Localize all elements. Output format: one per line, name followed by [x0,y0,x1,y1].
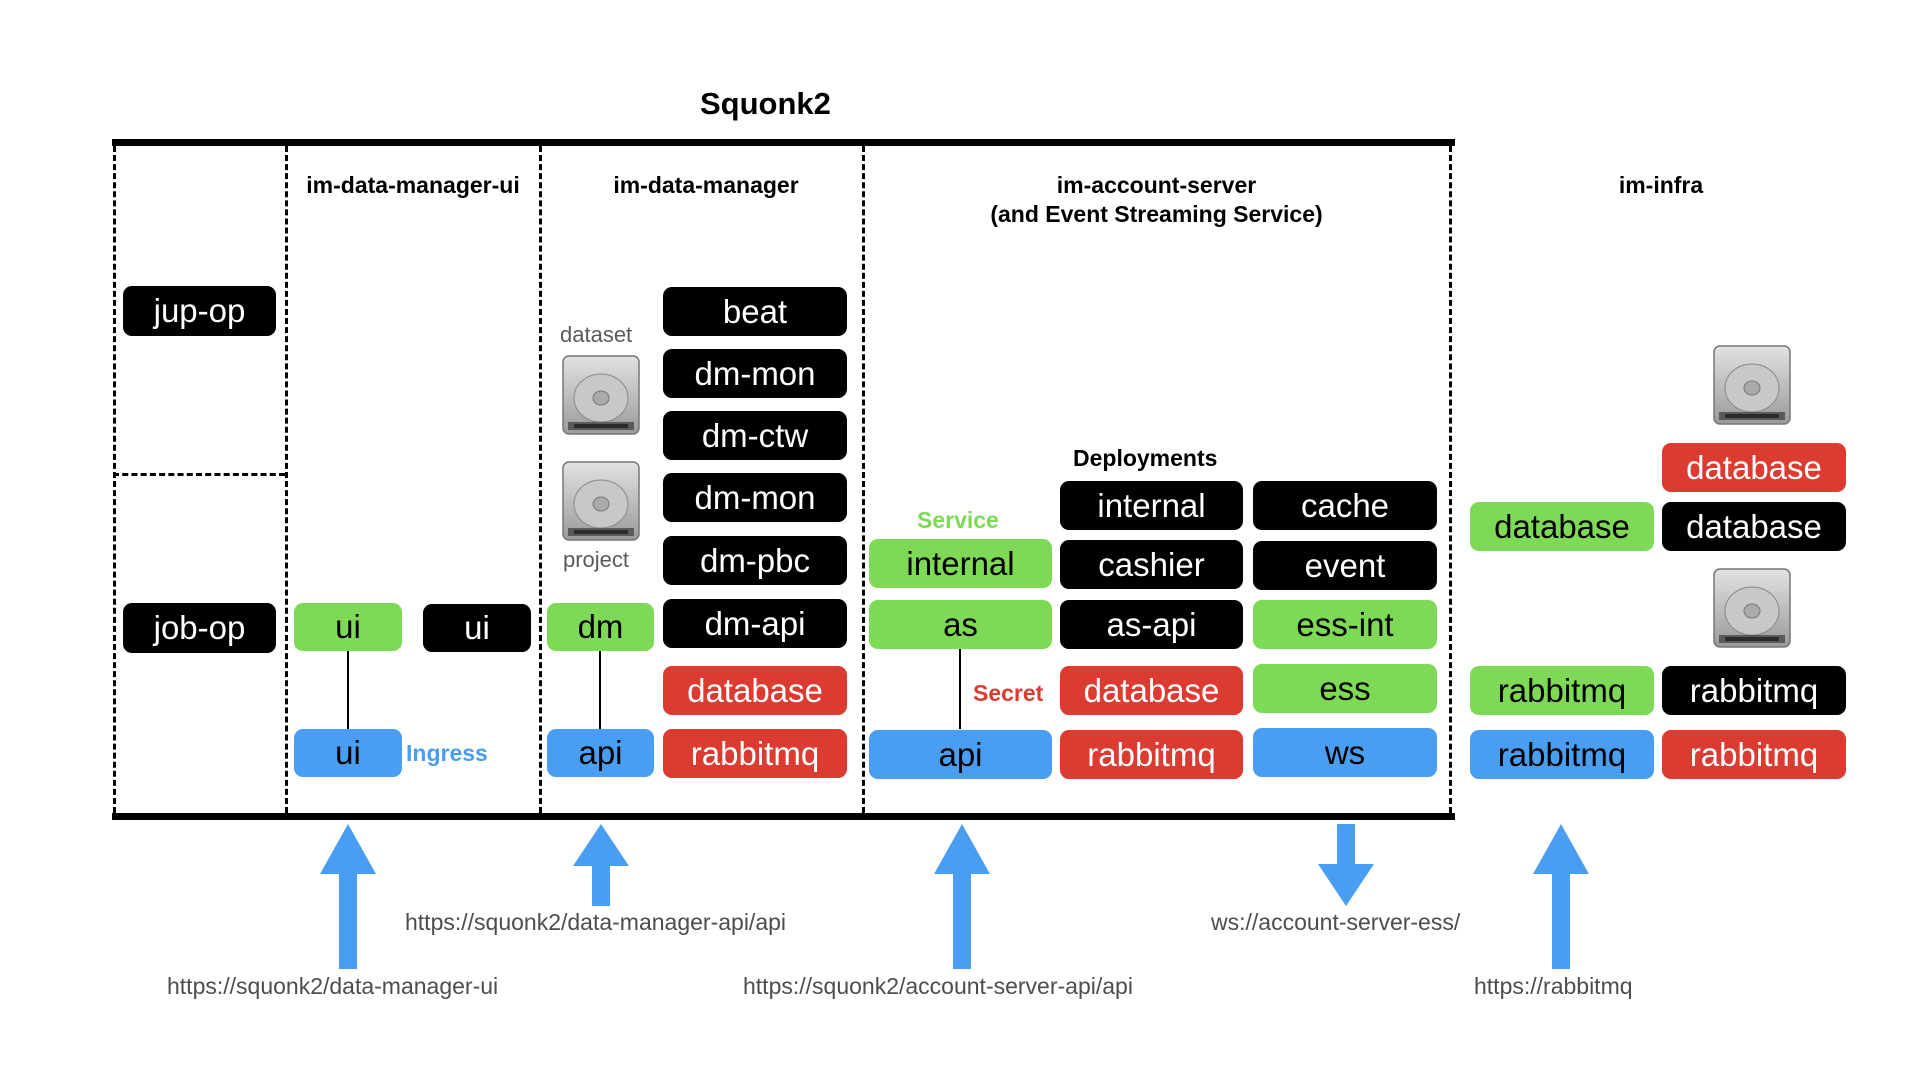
arrow-up-icon [1533,824,1589,969]
column-divider-left-edge [113,146,116,813]
hard-disk-icon [1713,568,1791,648]
arrow-up-icon [320,824,376,969]
ingress-label: Ingress [406,740,488,766]
as-api-url: https://squonk2/account-server-api/api [743,973,1133,999]
dm-api-pill: dm-api [663,599,847,648]
dm-service-pill: dm [547,603,654,651]
arrow-down-icon [1318,824,1374,906]
column-divider-dm [539,146,542,813]
infra-rabbitmq-service-pill: rabbitmq [1470,666,1654,715]
as-internal-deployment-pill: internal [1060,481,1243,530]
event-pill: event [1253,541,1437,590]
column-header-as-line2: (and Event Streaming Service) [990,201,1323,227]
ess-int-service-pill: ess-int [1253,600,1437,649]
dm-mon-pill: dm-mon [663,349,847,398]
hard-disk-icon [562,461,640,541]
hard-disk-icon [562,355,640,435]
column-divider-ui [285,146,288,813]
infra-database-secret-pill: database [1662,443,1846,492]
column-header-as: im-account-server (and Event Streaming S… [864,172,1449,228]
as-connector-line [959,649,961,729]
secret-label: Secret [973,680,1044,706]
column-header-infra: im-infra [1618,172,1704,198]
project-label: project [563,547,630,572]
dm-pbc-pill: dm-pbc [663,536,847,585]
ws-ingress-pill: ws [1253,728,1437,777]
dm-connector-line [599,651,601,729]
rabbitmq-url: https://rabbitmq [1474,973,1633,999]
as-rabbitmq-secret-pill: rabbitmq [1060,730,1243,779]
column-divider-as [862,146,865,813]
dm-rabbitmq-secret-pill: rabbitmq [663,729,847,778]
as-api-pill: as-api [1060,600,1243,649]
diagram-title: Squonk2 [700,86,831,121]
ui-ingress-pill: ui [294,729,402,777]
column-header-dm: im-data-manager [613,172,799,198]
cache-pill: cache [1253,481,1437,530]
job-op-pill: job-op [123,603,276,653]
infra-database-service-pill: database [1470,502,1654,551]
infra-rabbitmq-secret-pill: rabbitmq [1662,730,1846,779]
dm-ingress-pill: api [547,729,654,777]
ui-service-pill: ui [294,603,402,651]
dm-mon-pill: dm-mon [663,473,847,522]
deployments-label: Deployments [1073,445,1218,471]
top-rule [112,139,1455,146]
ess-service-pill: ess [1253,664,1437,713]
dm-database-secret-pill: database [663,666,847,715]
beat-pill: beat [663,287,847,336]
hard-disk-icon [1713,345,1791,425]
column-header-as-line1: im-account-server [1056,172,1257,198]
jup-op-pill: jup-op [123,286,276,336]
arrow-up-icon [573,824,629,906]
arrow-up-icon [934,824,990,969]
dataset-label: dataset [560,322,633,347]
dm-ctw-pill: dm-ctw [663,411,847,460]
cashier-pill: cashier [1060,540,1243,589]
dm-ui-url: https://squonk2/data-manager-ui [167,973,499,999]
ess-ws-url: ws://account-server-ess/ [1211,909,1461,935]
dm-api-url: https://squonk2/data-manager-api/api [405,909,787,935]
bottom-rule [112,813,1455,820]
as-api-ingress-pill: api [869,730,1052,779]
service-label: Service [917,507,999,533]
as-internal-service-pill: internal [869,539,1052,588]
operator-row-divider [113,473,285,476]
ui-connector-line [347,651,349,729]
column-divider-right-edge [1449,146,1452,813]
as-database-secret-pill: database [1060,666,1243,715]
column-header-ui: im-data-manager-ui [306,172,520,198]
infra-rabbitmq-ingress-pill: rabbitmq [1470,730,1654,779]
infra-database-deployment-pill: database [1662,502,1846,551]
as-service-pill: as [869,600,1052,649]
ui-deployment-pill: ui [423,604,531,652]
infra-rabbitmq-deployment-pill: rabbitmq [1662,666,1846,715]
